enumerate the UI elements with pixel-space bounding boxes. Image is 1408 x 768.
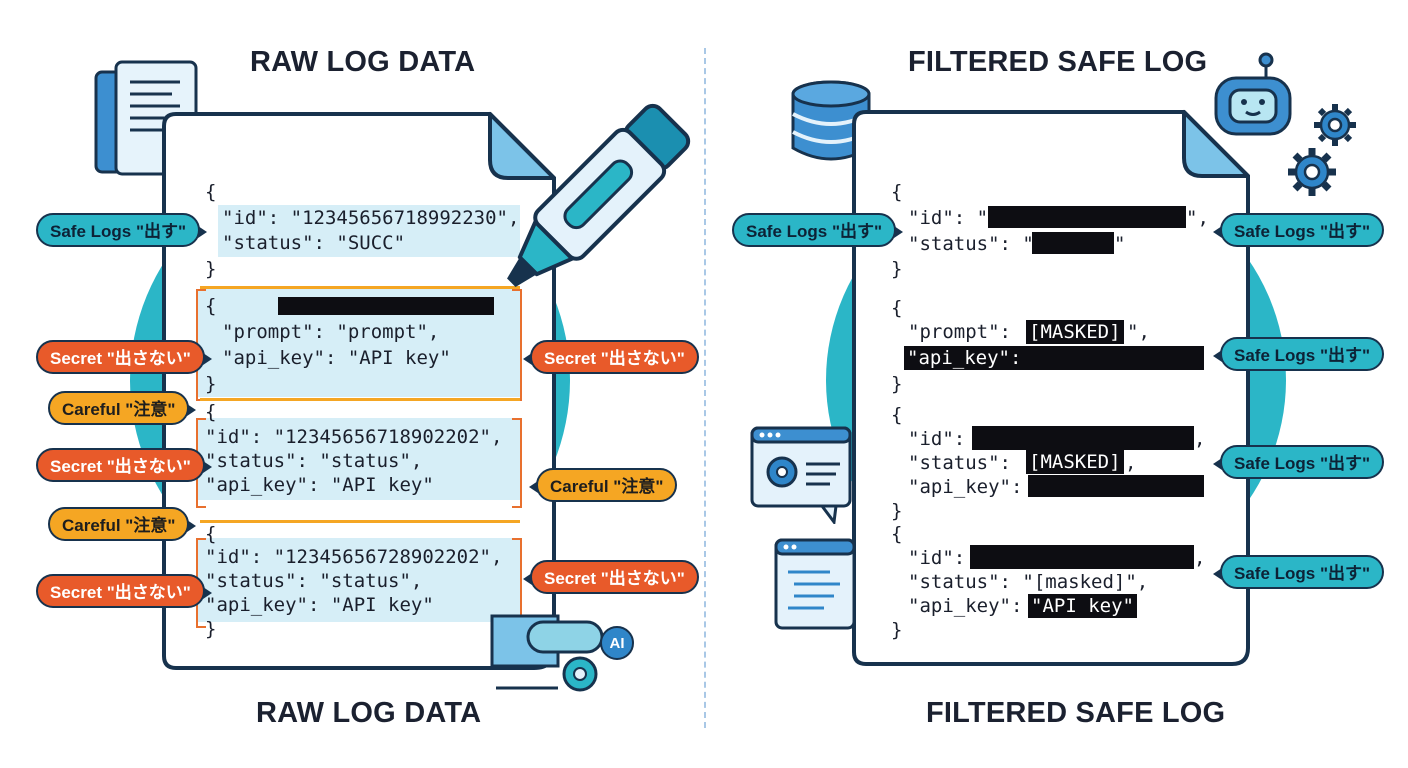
left-block2-open: { <box>205 295 217 317</box>
right-title-top: FILTERED SAFE LOG <box>908 46 1208 78</box>
right-title-bottom: FILTERED SAFE LOG <box>926 697 1226 729</box>
left-block4-highlight <box>198 538 520 622</box>
gear-icon <box>1288 148 1336 196</box>
right-block2-open: { <box>891 297 903 319</box>
left-block2-redaction <box>278 297 494 315</box>
panel-divider <box>704 48 706 728</box>
left-block3-bracket-right <box>512 418 522 508</box>
right-side-secret-label-1: Secret "出さない" <box>523 340 699 374</box>
right-block4-api-masked: "API key" <box>1028 594 1137 618</box>
right-block1-open: { <box>891 181 903 203</box>
right-block4-close: } <box>891 619 903 641</box>
right-block1-status-suffix: " <box>1114 233 1126 255</box>
right-block1-status-prefix: "status": " <box>908 233 1034 255</box>
right-document-page <box>852 110 1250 666</box>
left-secret-label-2: Secret "出さない" <box>36 448 212 482</box>
right-block3-api-redaction <box>1028 475 1204 497</box>
right-block3-id-suffix: , <box>1194 428 1206 450</box>
left-block3-id: "id": "12345656718902202", <box>205 426 503 448</box>
right-block2-prompt-prefix: "prompt": <box>908 321 1023 343</box>
left-block2-api: "api_key": "API key" <box>222 347 451 369</box>
right-block3-open: { <box>891 404 903 426</box>
left-separator-2 <box>200 398 520 401</box>
left-block3-api: "api_key": "API key" <box>205 474 434 496</box>
right-block2-prompt-masked: [MASKED] <box>1026 320 1124 344</box>
right-block2-prompt-suffix: ", <box>1127 321 1150 343</box>
gear-icon <box>1314 104 1356 146</box>
right-block1-status-redaction <box>1032 232 1114 254</box>
left-block1-highlight <box>218 205 520 257</box>
right-block3-status-prefix: "status": <box>908 452 1023 474</box>
right-block2-api-redaction <box>904 346 1204 370</box>
left-separator-1 <box>200 286 520 289</box>
left-block4-api: "api_key": "API key" <box>205 594 434 616</box>
scroll-icon <box>490 614 604 692</box>
left-block1-id: "id": "12345656718992230", <box>222 207 520 229</box>
left-separator-3 <box>200 520 520 523</box>
left-title-top: RAW LOG DATA <box>250 46 476 78</box>
left-block1-close: } <box>205 258 217 280</box>
left-block4-open: { <box>205 523 217 545</box>
right-block3-id-redaction <box>972 426 1194 450</box>
right-block1-id-suffix: ", <box>1186 207 1209 229</box>
right-block1-id-redaction <box>988 206 1186 228</box>
left-block1-open: { <box>205 181 217 203</box>
left-block3-highlight <box>198 418 520 500</box>
left-careful-label-2: Careful "注意" <box>48 507 197 541</box>
left-block3-open: { <box>205 401 217 423</box>
left-safe-label-1: Safe Logs "出す" <box>36 213 208 247</box>
left-title-bottom: RAW LOG DATA <box>256 697 482 729</box>
right-block3-status-suffix: , <box>1125 452 1137 474</box>
right-safe-label-1: Safe Logs "出す" <box>1212 213 1385 247</box>
right-side-careful-label: Careful "注意" <box>528 468 678 502</box>
right-block4-id-prefix: "id": <box>908 547 977 569</box>
left-block1-status: "status": "SUCC" <box>222 232 406 254</box>
left-block2-close: } <box>205 373 217 395</box>
left-block3-status: "status": "status", <box>205 450 423 472</box>
right-side-secret-label-2: Secret "出さない" <box>523 560 699 594</box>
right-safe-label-left: Safe Logs "出す" <box>732 213 904 247</box>
right-block3-status-masked: [MASKED] <box>1026 450 1124 474</box>
right-block1-close: } <box>891 258 903 280</box>
right-safe-label-4: Safe Logs "出す" <box>1212 555 1385 589</box>
left-block4-id: "id": "12345656728902202", <box>205 546 503 568</box>
robot-icon <box>1214 52 1292 136</box>
left-block4-status: "status": "status", <box>205 570 423 592</box>
right-block3-close: } <box>891 500 903 522</box>
right-block3-id-prefix: "id": <box>908 428 977 450</box>
right-block1-id-prefix: "id": " <box>908 207 989 229</box>
left-careful-label-1: Careful "注意" <box>48 391 197 425</box>
right-safe-label-2: Safe Logs "出す" <box>1212 337 1385 371</box>
settings-window-icon <box>750 426 852 524</box>
right-safe-label-3: Safe Logs "出す" <box>1212 445 1385 479</box>
left-block4-close: } <box>205 618 217 640</box>
marker-pen-icon <box>507 103 691 287</box>
right-block3-api-prefix: "api_key": <box>908 476 1023 498</box>
right-block2-close: } <box>891 373 903 395</box>
code-window-icon <box>774 538 856 630</box>
right-block4-status: "status": "[masked]", <box>908 571 1149 593</box>
ai-badge: AI <box>600 626 634 660</box>
right-block2-api-masked: "api_key": <box>907 347 1022 369</box>
right-block4-api-prefix: "api_key": <box>908 595 1034 617</box>
left-block2-prompt: "prompt": "prompt", <box>222 321 440 343</box>
right-block4-id-redaction <box>970 545 1194 569</box>
right-block4-id-suffix: , <box>1194 547 1206 569</box>
right-block4-open: { <box>891 523 903 545</box>
left-secret-label-3: Secret "出さない" <box>36 574 212 608</box>
left-secret-label-1: Secret "出さない" <box>36 340 212 374</box>
